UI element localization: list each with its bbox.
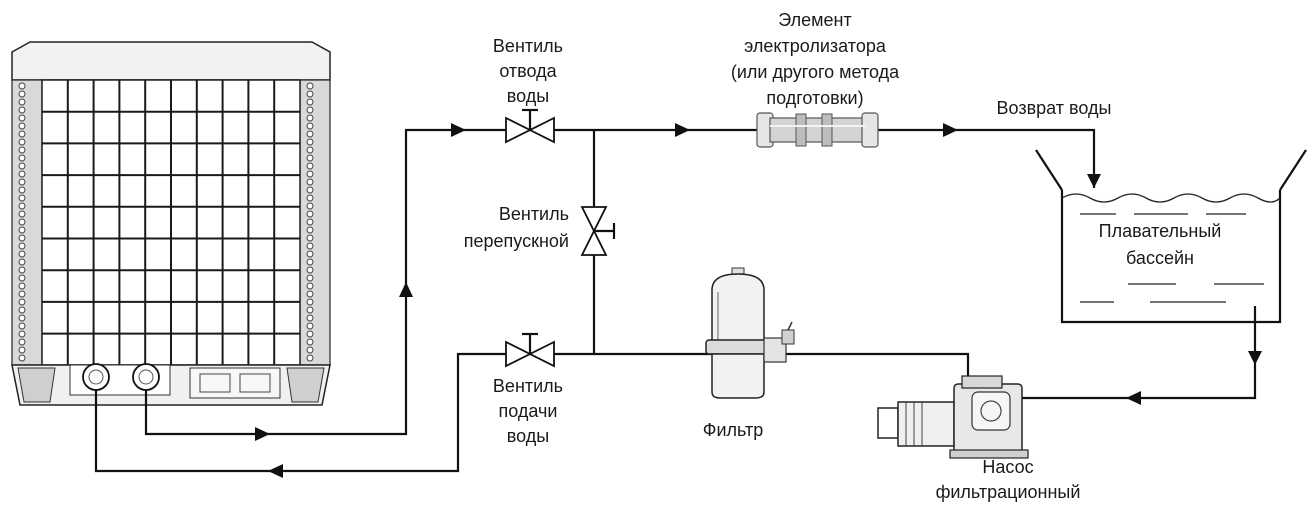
heat-pump-unit-icon xyxy=(11,41,331,406)
water-inlet-port-icon xyxy=(82,363,110,391)
inlet-valve-label-3: воды xyxy=(507,426,549,446)
outlet-valve-label-1: Вентиль xyxy=(493,36,563,56)
electrolyzer-label-2: электролизатора xyxy=(744,36,887,56)
electrolyzer-label-1: Элемент xyxy=(778,10,851,30)
labels: Вентиль отвода воды Элемент электролизат… xyxy=(464,10,1222,502)
pool-label-1: Плавательный xyxy=(1099,221,1222,241)
inlet-valve-label-1: Вентиль xyxy=(493,376,563,396)
inlet-valve-label-2: подачи xyxy=(499,401,558,421)
pump-icon xyxy=(877,375,1029,459)
pool-icon xyxy=(1035,149,1307,324)
filter-label: Фильтр xyxy=(703,420,763,440)
water-return-label: Возврат воды xyxy=(997,98,1112,118)
flow-arrow-icon xyxy=(255,123,1262,478)
pump-label-2: фильтрационный xyxy=(936,482,1081,502)
coil-fins xyxy=(18,82,314,362)
piping xyxy=(94,128,1257,473)
bypass-valve-label-1: Вентиль xyxy=(499,204,569,224)
fan-grille xyxy=(42,80,300,365)
electrolyzer-cell-icon xyxy=(756,112,879,148)
bypass-valve-label-2: перепускной xyxy=(464,231,569,251)
water-outlet-port-icon xyxy=(132,363,160,391)
outlet-valve-label-2: отвода xyxy=(499,61,557,81)
bypass-valve-icon xyxy=(580,206,616,256)
outlet-valve-icon xyxy=(505,108,555,144)
pump-label-1: Насос xyxy=(982,457,1033,477)
electrolyzer-label-3: (или другого метода xyxy=(731,62,900,82)
filter-tank-icon xyxy=(705,267,795,399)
electrolyzer-label-4: подготовки) xyxy=(766,88,863,108)
inlet-valve-icon xyxy=(505,332,555,368)
pool-label-2: бассейн xyxy=(1126,248,1194,268)
outlet-valve-label-3: воды xyxy=(507,86,549,106)
